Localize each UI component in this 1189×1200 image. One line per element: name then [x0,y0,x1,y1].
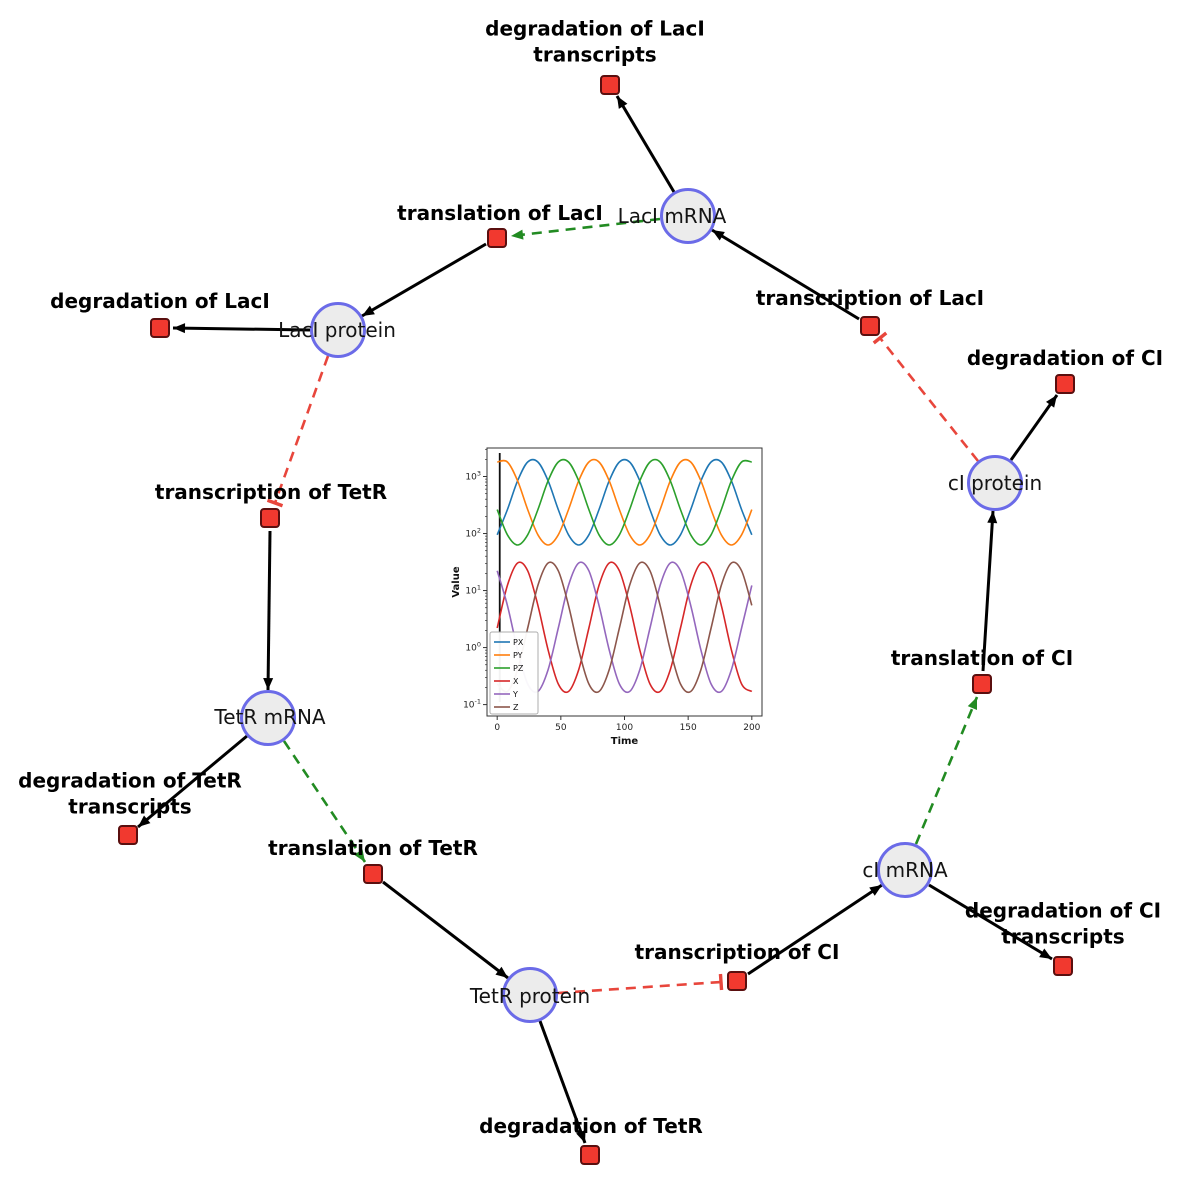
y-tick-label: 101 [465,584,481,597]
reaction-label-translation-ci: translation of CI [890,646,1074,670]
x-axis-label: Time [611,736,639,747]
reaction-node-translation-laci[interactable] [487,228,507,248]
edge-ci-protein-inhibits-transcription-laci [872,331,980,462]
species-node-ci-protein[interactable] [967,455,1023,511]
edge-ci-mrna-to-translation-ci [914,696,979,845]
y-tick-label: 103 [465,470,481,483]
x-tick-label: 200 [743,723,760,733]
edge-laci-mrna-to-translation-laci [510,217,661,240]
reaction-label-transcription-ci: transcription of CI [634,940,840,964]
legend: PX PY PZ XYZ [489,631,539,715]
reaction-label-deg-tetr-transcripts: degradation of TetR transcripts [18,768,242,819]
series-Y [496,561,753,694]
series-PX [496,458,753,546]
species-node-tetr-protein[interactable] [502,967,558,1023]
reaction-label-transcription-laci: transcription of LacI [755,286,985,310]
y-tick-label: 102 [465,527,481,540]
edge-tetr-mrna-to-deg-tetr-transcripts [137,734,248,829]
reaction-label-deg-tetr: degradation of TetR [479,1114,703,1138]
edge-laci-protein-inhibits-transcription-tetr [266,355,330,508]
reaction-label-translation-tetr: translation of TetR [268,836,478,860]
y-tick-label: 100 [465,641,481,654]
reaction-node-transcription-laci[interactable] [860,316,880,336]
reaction-label-translation-laci: translation of LacI [397,201,603,225]
y-tick-label: 10-1 [463,698,481,711]
species-label-laci-protein: LacI protein [278,318,396,342]
reaction-label-deg-laci-transcripts: degradation of LacI transcripts [485,16,705,67]
reaction-node-deg-ci-transcripts[interactable] [1053,956,1073,976]
reaction-node-deg-tetr-transcripts[interactable] [118,825,138,845]
legend-label-PX: PX [513,638,524,647]
reaction-node-translation-tetr[interactable] [363,864,383,884]
x-tick-label: 50 [555,723,567,733]
edge-tetr-mrna-to-translation-tetr [282,740,367,863]
species-node-tetr-mrna[interactable] [240,690,296,746]
species-node-laci-mrna[interactable] [660,188,716,244]
x-tick-label: 150 [680,723,697,733]
reaction-node-transcription-tetr[interactable] [260,508,280,528]
y-axis-label: Value [451,566,462,597]
series-Z [496,561,753,694]
species-label-laci-mrna: LacI mRNA [617,204,727,228]
species-label-tetr-mrna: TetR mRNA [214,705,326,729]
edge-translation-tetr-to-tetr-protein [382,880,509,980]
edge-tetr-protein-inhibits-transcription-ci [557,973,724,995]
species-label-ci-protein: cI protein [947,471,1043,495]
edge-laci-mrna-to-deg-laci-transcripts [615,95,676,193]
series-PY [497,458,753,546]
reaction-node-deg-tetr[interactable] [580,1145,600,1165]
legend-label-PZ: PZ [513,664,524,673]
edge-laci-protein-to-deg-laci [172,323,311,334]
edge-translation-ci-to-ci-protein [981,510,998,672]
edge-ci-mrna-to-deg-ci-transcripts [928,883,1053,961]
edge-ci-protein-to-deg-ci [1009,394,1059,461]
reaction-label-transcription-tetr: transcription of TetR [154,480,388,504]
legend-label-X: X [513,677,519,686]
species-label-ci-mrna: cI mRNA [862,858,948,882]
reaction-node-deg-laci[interactable] [150,318,170,338]
edge-tetr-protein-to-deg-tetr [538,1020,587,1144]
reaction-label-deg-laci: degradation of LacI [50,289,270,313]
reaction-node-transcription-ci[interactable] [727,971,747,991]
edge-transcription-ci-to-ci-mrna [747,883,883,976]
edge-transcription-tetr-to-tetr-mrna [263,530,274,691]
reaction-node-translation-ci[interactable] [972,674,992,694]
edge-translation-laci-to-laci-protein [361,242,487,318]
edge-transcription-laci-to-laci-mrna [711,228,860,321]
species-node-laci-protein[interactable] [310,302,366,358]
reaction-label-deg-ci-transcripts: degradation of CI transcripts [964,898,1162,949]
species-node-ci-mrna[interactable] [877,842,933,898]
series-X [496,561,753,694]
legend-label-Y: Y [512,690,518,699]
reaction-label-deg-ci: degradation of CI [966,346,1164,370]
legend-label-Z: Z [513,703,519,712]
species-label-tetr-protein: TetR protein [469,984,591,1008]
legend-label-PY: PY [513,651,523,660]
reaction-node-deg-laci-transcripts[interactable] [600,75,620,95]
series-PZ [496,458,752,546]
x-tick-label: 100 [616,723,633,733]
x-tick-label: 0 [494,723,500,733]
reaction-node-deg-ci[interactable] [1055,374,1075,394]
